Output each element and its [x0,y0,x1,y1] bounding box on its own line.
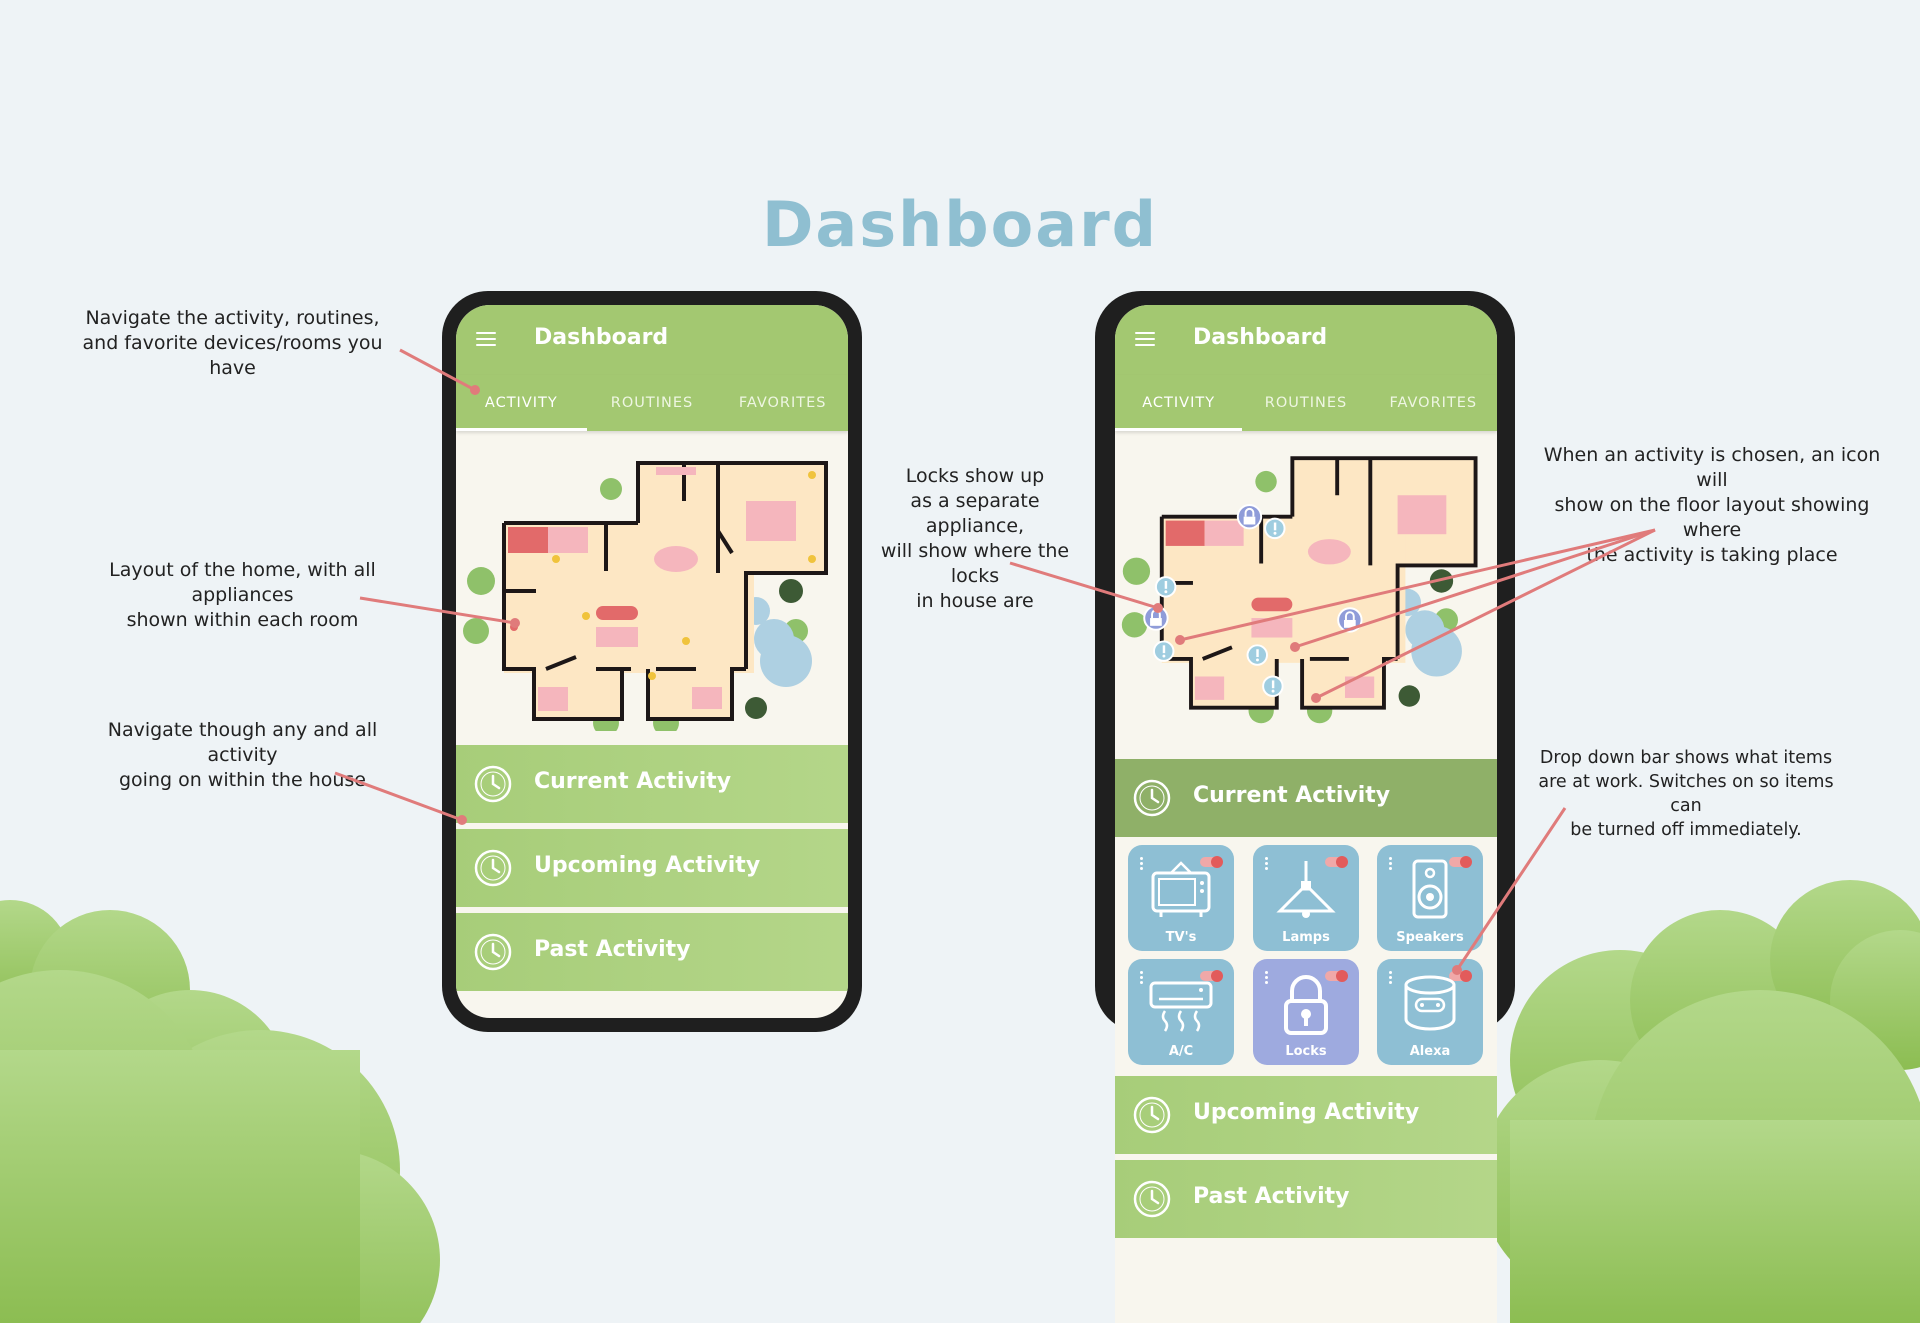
device-label: Speakers [1396,930,1464,945]
app-screen-left: Dashboard ACTIVITY ROUTINES FAVORITES [456,305,848,1018]
dropdown-annotation: Drop down bar shows what items are at wo… [1538,748,1834,840]
app-screen-right: Dashboard ACTIVITY ROUTINES FAVORITES [1115,305,1497,1323]
app-title: Dashboard [1193,325,1328,350]
floor-plan-map[interactable] [456,431,848,736]
menu-icon[interactable] [476,332,496,346]
alert-marker-icon[interactable] [1264,517,1286,540]
more-options-icon[interactable] [1389,857,1392,872]
device-tile-locks[interactable]: Locks [1253,959,1359,1065]
locks-annotation: Locks show up as a separate appliance, w… [880,465,1070,612]
device-toggle-switch[interactable] [1449,970,1472,982]
past-activity-bar[interactable]: Past Activity [1115,1160,1497,1238]
floor-plan-map-with-markers[interactable] [1115,431,1497,731]
alert-marker-icon[interactable] [1153,640,1175,662]
device-toggle-switch[interactable] [1200,970,1223,982]
icon-annotation: When an activity is chosen, an icon will… [1543,444,1881,566]
menu-icon[interactable] [1135,332,1155,346]
page-title: Dashboard [761,188,1159,261]
current-activity-label: Current Activity [1193,783,1391,808]
device-tile-ac[interactable]: A/C [1128,959,1234,1065]
lock-marker-icon[interactable] [1236,504,1263,530]
device-label: Alexa [1409,1044,1451,1059]
past-activity-label: Past Activity [1193,1184,1350,1209]
tab-activity[interactable]: ACTIVITY [456,375,587,431]
device-tile-tvs[interactable]: TV's [1128,845,1234,951]
lock-marker-icon[interactable] [1337,607,1363,633]
tab-bar: ACTIVITY ROUTINES FAVORITES [456,375,848,431]
speaker-icon [1412,859,1448,919]
clock-icon [1133,779,1171,817]
more-options-icon[interactable] [1265,857,1268,872]
more-options-icon[interactable] [1265,971,1268,986]
app-title: Dashboard [534,325,669,350]
past-activity-label: Past Activity [534,937,691,962]
app-bar: Dashboard [456,305,848,375]
more-options-icon[interactable] [1389,971,1392,986]
clock-icon [474,849,512,887]
alert-marker-icon[interactable] [1262,675,1284,697]
current-activity-bar[interactable]: Current Activity [456,745,848,823]
tab-favorites[interactable]: FAVORITES [1389,395,1478,411]
device-label: A/C [1168,1044,1194,1059]
device-tile-speakers[interactable]: Speakers [1377,845,1483,951]
tabs-annotation: Navigate the activity, routines, and fav… [82,307,383,379]
floor-plan-drawing [463,461,828,736]
device-tile-alexa[interactable]: Alexa [1377,959,1483,1065]
upcoming-activity-bar[interactable]: Upcoming Activity [456,829,848,907]
clock-icon [474,933,512,971]
device-label: Locks [1285,1044,1327,1059]
upcoming-activity-bar[interactable]: Upcoming Activity [1115,1076,1497,1154]
lock-icon [1284,975,1328,1035]
upcoming-activity-label: Upcoming Activity [534,853,761,878]
device-toggle-switch[interactable] [1325,970,1348,982]
clock-icon [1133,1096,1171,1134]
phone-mockup-left: Dashboard ACTIVITY ROUTINES FAVORITES [442,291,862,1032]
past-activity-bar[interactable]: Past Activity [456,913,848,991]
smart-speaker-icon [1404,975,1456,1031]
upcoming-activity-label: Upcoming Activity [1193,1100,1420,1125]
device-toggle-switch[interactable] [1325,856,1348,868]
current-activity-bar-expanded[interactable]: Current Activity [1115,759,1497,837]
more-options-icon[interactable] [1140,857,1143,872]
alert-marker-icon[interactable] [1246,644,1268,666]
device-label: Lamps [1282,930,1330,945]
lock-marker-icon[interactable] [1143,605,1169,631]
device-toggle-switch[interactable] [1200,856,1223,868]
device-label: TV's [1165,930,1197,945]
clock-icon [1133,1180,1171,1218]
alert-marker-icon[interactable] [1154,576,1177,598]
tab-favorites[interactable]: FAVORITES [738,395,827,411]
current-activity-label: Current Activity [534,769,732,794]
clock-icon [474,765,512,803]
tab-activity[interactable]: ACTIVITY [1115,375,1243,431]
app-bar: Dashboard [1115,305,1497,375]
activity-annotation: Navigate though any and all activity goi… [107,719,378,791]
air-conditioner-icon [1149,981,1213,1032]
device-tile-lamps[interactable]: Lamps [1253,845,1359,951]
tab-bar: ACTIVITY ROUTINES FAVORITES [1115,375,1497,431]
tab-routines[interactable]: ROUTINES [1264,395,1348,411]
more-options-icon[interactable] [1140,971,1143,986]
layout-annotation: Layout of the home, with all appliances … [109,559,376,631]
tab-routines[interactable]: ROUTINES [610,395,694,411]
lamp-icon [1276,861,1336,918]
tv-icon [1151,861,1211,917]
